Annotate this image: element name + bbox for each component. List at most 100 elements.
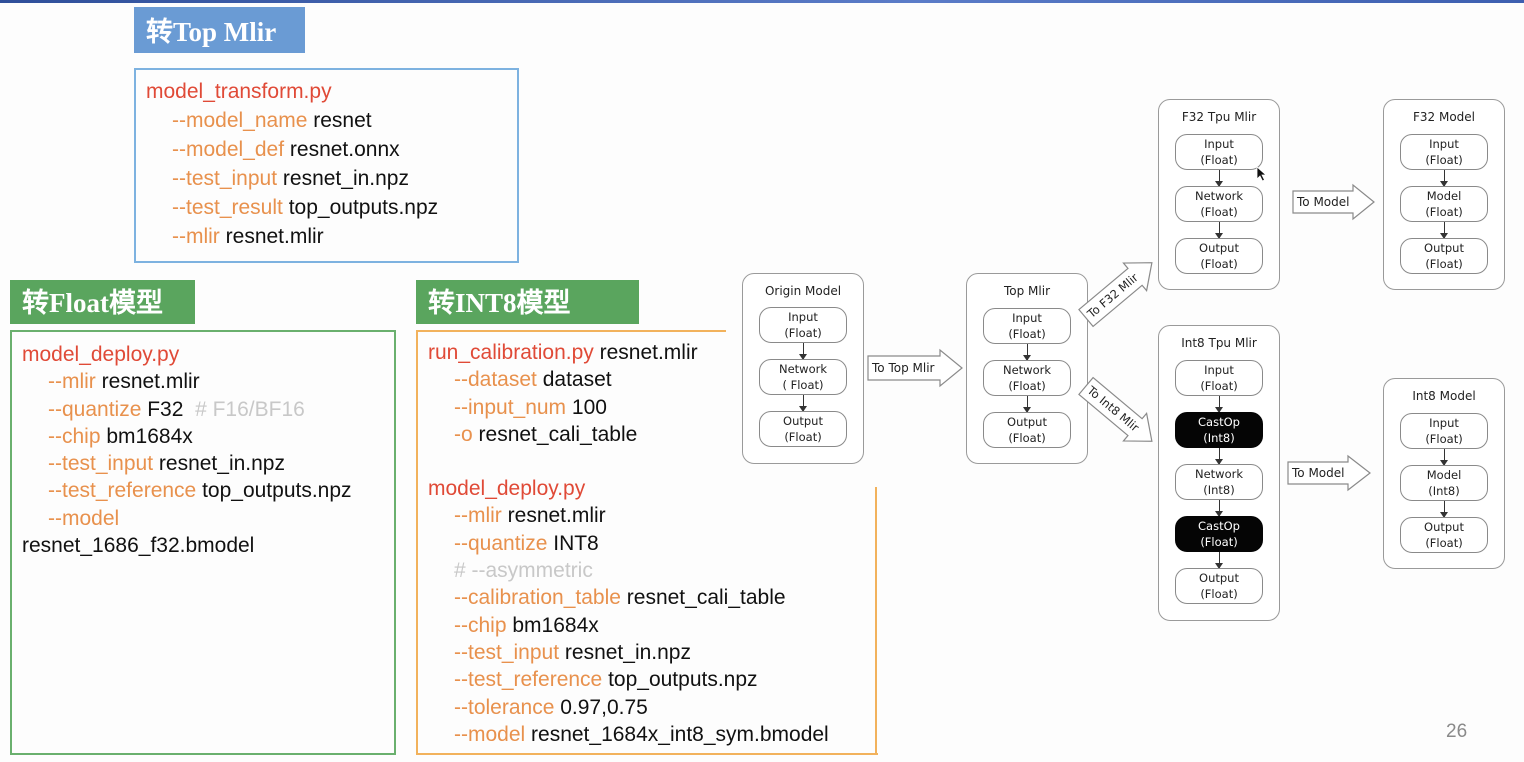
arg-flag: --model (454, 722, 526, 746)
arg-line: --model resnet_1684x_int8_sym.bmodel (428, 721, 868, 748)
node-type: (Int8) (1203, 483, 1235, 497)
node-label: Network (1002, 363, 1052, 377)
node-type: (Float) (1200, 587, 1238, 601)
flow-connector (1023, 396, 1031, 413)
section-title-int8-model: 转INT8模型 (416, 280, 639, 324)
node-type: (Float) (1200, 153, 1238, 167)
arg-value: bm1684x (512, 613, 599, 637)
arg-line: --quantize F32 # F16/BF16 (22, 396, 384, 423)
node-label: Input (1204, 137, 1234, 151)
arg-value: bm1684x (106, 424, 193, 448)
page-number: 26 (1446, 721, 1468, 742)
arg-value: resnet (313, 109, 372, 132)
node-output: Output(Float) (1175, 568, 1263, 604)
arg-flag: --test_input (48, 452, 154, 476)
arg-flag: --test_reference (48, 479, 197, 503)
arg-value: resnet.mlir (101, 370, 200, 394)
diagram-f32-tpu-mlir: F32 Tpu Mlir Input(Float) Network(Float)… (1158, 99, 1280, 290)
arg-flag: --test_reference (454, 668, 603, 692)
arg-line: --dataset dataset (428, 366, 868, 393)
diagram-box-title: Origin Model (764, 284, 842, 298)
arg-value: top_outputs.npz (608, 668, 758, 692)
code-block-float-deploy: model_deploy.py --mlir resnet.mlir --qua… (10, 330, 396, 755)
arg-comment: # F16/BF16 (195, 397, 305, 421)
arg-line: --test_input resnet_in.npz (428, 639, 868, 666)
node-label: Input (1012, 311, 1042, 325)
node-label: Network (1194, 467, 1244, 481)
arg-flag: --mlir (48, 370, 96, 394)
arg-flag: --mlir (454, 504, 502, 528)
flow-connector (1215, 500, 1223, 517)
arg-value: resnet_in.npz (158, 452, 285, 476)
node-output: Output(Float) (1400, 238, 1488, 274)
node-type: (Float) (1425, 536, 1463, 550)
node-network: Network( Float) (759, 359, 847, 395)
section-title-top-mlir: 转Top Mlir (134, 7, 305, 53)
arg-flag: --test_input (454, 640, 560, 664)
arrow-label: To Top Mlir (871, 361, 935, 375)
arg-line: -o resnet_cali_table (428, 421, 868, 448)
arg-line: --model_name resnet (146, 106, 507, 135)
comment-line: # --asymmetric (454, 559, 593, 583)
int8-box-right-border (875, 487, 877, 755)
arg-line: --test_result top_outputs.npz (146, 193, 507, 222)
node-label: CastOp (1198, 415, 1240, 429)
arg-value: 0.97,0.75 (560, 695, 648, 719)
arrow-to-top-mlir: To Top Mlir (867, 348, 963, 388)
arg-line: --mlir resnet.mlir (428, 502, 868, 529)
flow-connector (1215, 552, 1223, 569)
arg-flag: --chip (454, 613, 507, 637)
node-type: (Float) (1425, 205, 1463, 219)
node-label: Input (1429, 137, 1459, 151)
arg-value: resnet.onnx (289, 138, 400, 161)
arg-flag: -o (454, 422, 473, 446)
command-name: model_deploy.py (428, 477, 586, 501)
diagram-origin-model: Origin Model Input(Float) Network( Float… (742, 273, 864, 464)
arg-flag: --quantize (454, 531, 548, 555)
node-type: (Float) (1425, 432, 1463, 446)
arg-line: --test_reference top_outputs.npz (428, 666, 868, 693)
arg-value: resnet.mlir (507, 504, 606, 528)
flow-connector (799, 343, 807, 360)
slide-top-accent-bar (0, 0, 1524, 3)
arrow-to-model-int8: To Model (1287, 454, 1371, 492)
node-type: (Float) (1008, 379, 1046, 393)
arg-flag: --mlir (172, 225, 220, 248)
node-label: Model (1426, 189, 1462, 203)
node-type: (Float) (784, 326, 822, 340)
flow-connector (1215, 170, 1223, 187)
node-output: Output(Float) (759, 411, 847, 447)
node-output: Output(Float) (983, 412, 1071, 448)
flow-connector (1215, 222, 1223, 239)
arg-line: --model (22, 505, 384, 532)
arg-line: --mlir resnet.mlir (22, 368, 384, 395)
arg-line: --tolerance 0.97,0.75 (428, 694, 868, 721)
arrow-to-model-f32: To Model (1292, 183, 1375, 221)
arrow-label: To Model (1291, 466, 1344, 480)
diagram-f32-model: F32 Model Input(Float) Model(Float) Outp… (1383, 99, 1505, 290)
arg-line: --mlir resnet.mlir (146, 222, 507, 251)
code-block-model-transform: model_transform.py --model_name resnet -… (134, 68, 519, 263)
node-label: Network (1194, 189, 1244, 203)
arg-line: --model_def resnet.onnx (146, 135, 507, 164)
command-name: run_calibration.py (428, 341, 594, 364)
arg-flag: --model_name (172, 109, 308, 132)
node-type: (Int8) (1203, 431, 1235, 445)
flow-connector (1215, 396, 1223, 413)
node-label: Input (1429, 416, 1459, 430)
node-label: Output (1424, 241, 1464, 255)
arg-line: --quantize INT8 (428, 530, 868, 557)
node-type: (Float) (784, 430, 822, 444)
arg-flag: --quantize (48, 397, 142, 421)
arg-value: INT8 (553, 531, 599, 555)
flow-connector (1440, 449, 1448, 466)
node-type: (Int8) (1428, 484, 1460, 498)
arg-line: --calibration_table resnet_cali_table (428, 584, 868, 611)
section-title-float-model: 转Float模型 (10, 280, 195, 324)
node-type: ( Float) (782, 378, 824, 392)
node-network: Network (Float) (983, 360, 1071, 396)
node-type: (Float) (1425, 153, 1463, 167)
output-model-name: resnet_1686_f32.bmodel (22, 534, 255, 558)
arg-value: resnet_1684x_int8_sym.bmodel (531, 722, 829, 746)
node-castop-float: CastOp(Float) (1175, 516, 1263, 552)
